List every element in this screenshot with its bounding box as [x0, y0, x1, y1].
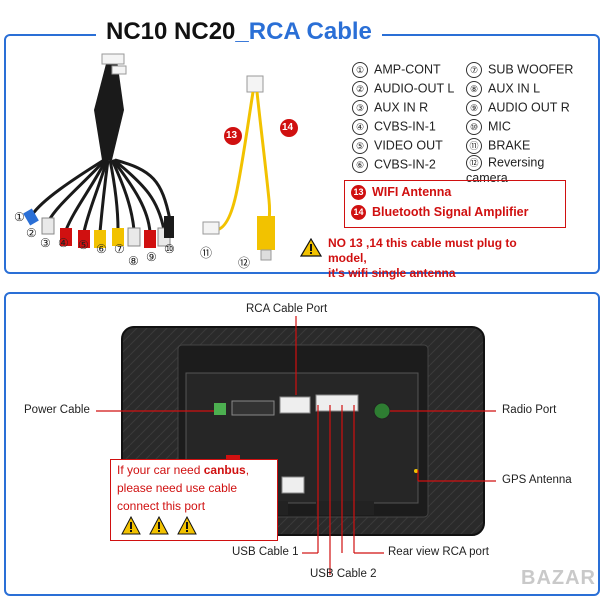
red-legend-item-13: 13 WIFI Antenna	[351, 185, 452, 201]
cable-number-13: 13	[226, 130, 238, 141]
legend-number: ①	[352, 62, 368, 78]
legend-number: ⑧	[466, 81, 482, 97]
cable-number-6: ⑥	[96, 242, 107, 256]
legend-number: ②	[352, 81, 368, 97]
canbus-warning-icons	[121, 516, 197, 535]
warning-icon	[121, 516, 141, 535]
yellow-cable-illustration	[202, 75, 298, 261]
power-cable-label: Power Cable	[24, 404, 90, 416]
legend-item-8: ⑧ AUX IN L	[466, 81, 540, 97]
legend-item-5: ⑤ VIDEO OUT	[352, 138, 443, 154]
cable-number-1: ①	[14, 210, 25, 224]
red-legend-item-14: 14 Bluetooth Signal Amplifier	[351, 205, 529, 221]
cable-number-9: ⑨	[146, 250, 157, 264]
legend-item-9: ⑨ AUDIO OUT R	[466, 100, 570, 116]
legend-number: ④	[352, 119, 368, 135]
rca-cable-bundle-illustration	[23, 53, 174, 248]
warning-icon	[149, 516, 169, 535]
legend-label: CVBS-IN-1	[374, 119, 436, 134]
legend-item-2: ② AUDIO-OUT L	[352, 81, 454, 97]
legend-number: ⑪	[466, 138, 482, 154]
gps-antenna-label: GPS Antenna	[502, 474, 572, 486]
legend-label: MIC	[488, 119, 511, 134]
legend-number: ⑩	[466, 119, 482, 135]
note-line-2: it's wifi single antenna	[328, 266, 456, 280]
canbus-note-box: If your car need canbus, please need use…	[110, 459, 278, 541]
legend-label: Reversing camera	[466, 155, 545, 185]
legend-label: SUB WOOFER	[488, 62, 574, 77]
red-legend-number: 13	[351, 185, 366, 201]
warning-icon	[300, 238, 322, 257]
legend-label: AUX IN R	[374, 100, 429, 115]
red-legend-number: 14	[351, 205, 366, 221]
cable-number-11: ⑪	[200, 246, 213, 260]
cable-number-4: ④	[58, 236, 69, 250]
cable-number-7: ⑦	[114, 242, 125, 256]
cable-number-5: ⑤	[78, 238, 89, 252]
legend-label: CVBS-IN-2	[374, 157, 436, 172]
legend-label: AUDIO-OUT L	[374, 81, 455, 96]
usb-cable-1-label: USB Cable 1	[232, 546, 299, 558]
cable-number-8: ⑧	[128, 254, 139, 268]
legend-item-3: ③ AUX IN R	[352, 100, 428, 116]
legend-item-1: ① AMP-CONT	[352, 62, 441, 78]
cable-number-10: ⑩	[164, 242, 175, 256]
canbus-line-1-pre: If your car need	[117, 463, 204, 477]
cable-number-2: ②	[26, 226, 37, 240]
rear-view-rca-port-label: Rear view RCA port	[388, 546, 489, 558]
rca-cable-port-label: RCA Cable Port	[246, 303, 328, 315]
legend-number: ⑥	[352, 157, 368, 173]
title-part2: _RCA Cable	[235, 18, 372, 45]
red-legend-label: Bluetooth Signal Amplifier	[372, 205, 529, 219]
cable-number-12: ⑫	[238, 256, 251, 270]
red-legend-label: WIFI Antenna	[372, 185, 452, 199]
legend-number: ③	[352, 100, 368, 116]
legend-label: AUX IN L	[488, 81, 541, 96]
legend-label: AUDIO OUT R	[488, 100, 570, 115]
legend-label: VIDEO OUT	[374, 138, 443, 153]
legend-item-7: ⑦ SUB WOOFER	[466, 62, 573, 78]
legend-number: ⑤	[352, 138, 368, 154]
legend-label: AMP-CONT	[374, 62, 441, 77]
legend-number: ⑫	[466, 155, 482, 171]
warning-icon	[177, 516, 197, 535]
canbus-keyword: canbus	[203, 463, 246, 477]
canbus-line-1: If your car need canbus,	[117, 463, 249, 477]
legend-label: BRAKE	[488, 138, 531, 153]
legend-item-6: ⑥ CVBS-IN-2	[352, 157, 436, 173]
legend-number: ⑦	[466, 62, 482, 78]
antenna-legend-box: 13 WIFI Antenna 14 Bluetooth Signal Amplif…	[344, 180, 566, 228]
legend-item-10: ⑩ MIC	[466, 119, 511, 135]
legend-item-11: ⑪ BRAKE	[466, 138, 530, 154]
title-part1: NC10 NC20	[106, 18, 236, 45]
note-line-1: NO 13 ,14 this cable must plug to model,	[328, 236, 517, 265]
radio-port-label: Radio Port	[502, 404, 557, 416]
watermark-logo: BAZAR	[521, 567, 596, 589]
canbus-line-1-post: ,	[245, 463, 250, 477]
usb-cable-2-label: USB Cable 2	[310, 568, 377, 580]
cable-number-3: ③	[40, 236, 51, 250]
canbus-line-3: connect this port	[117, 499, 206, 513]
canbus-line-2: please need use cable	[117, 481, 238, 495]
cable-number-14: 14	[282, 122, 294, 133]
page-title: NC10 NC20_RCA Cable	[96, 18, 382, 46]
legend-item-4: ④ CVBS-IN-1	[352, 119, 436, 135]
bottom-panel	[4, 292, 600, 596]
legend-number: ⑨	[466, 100, 482, 116]
